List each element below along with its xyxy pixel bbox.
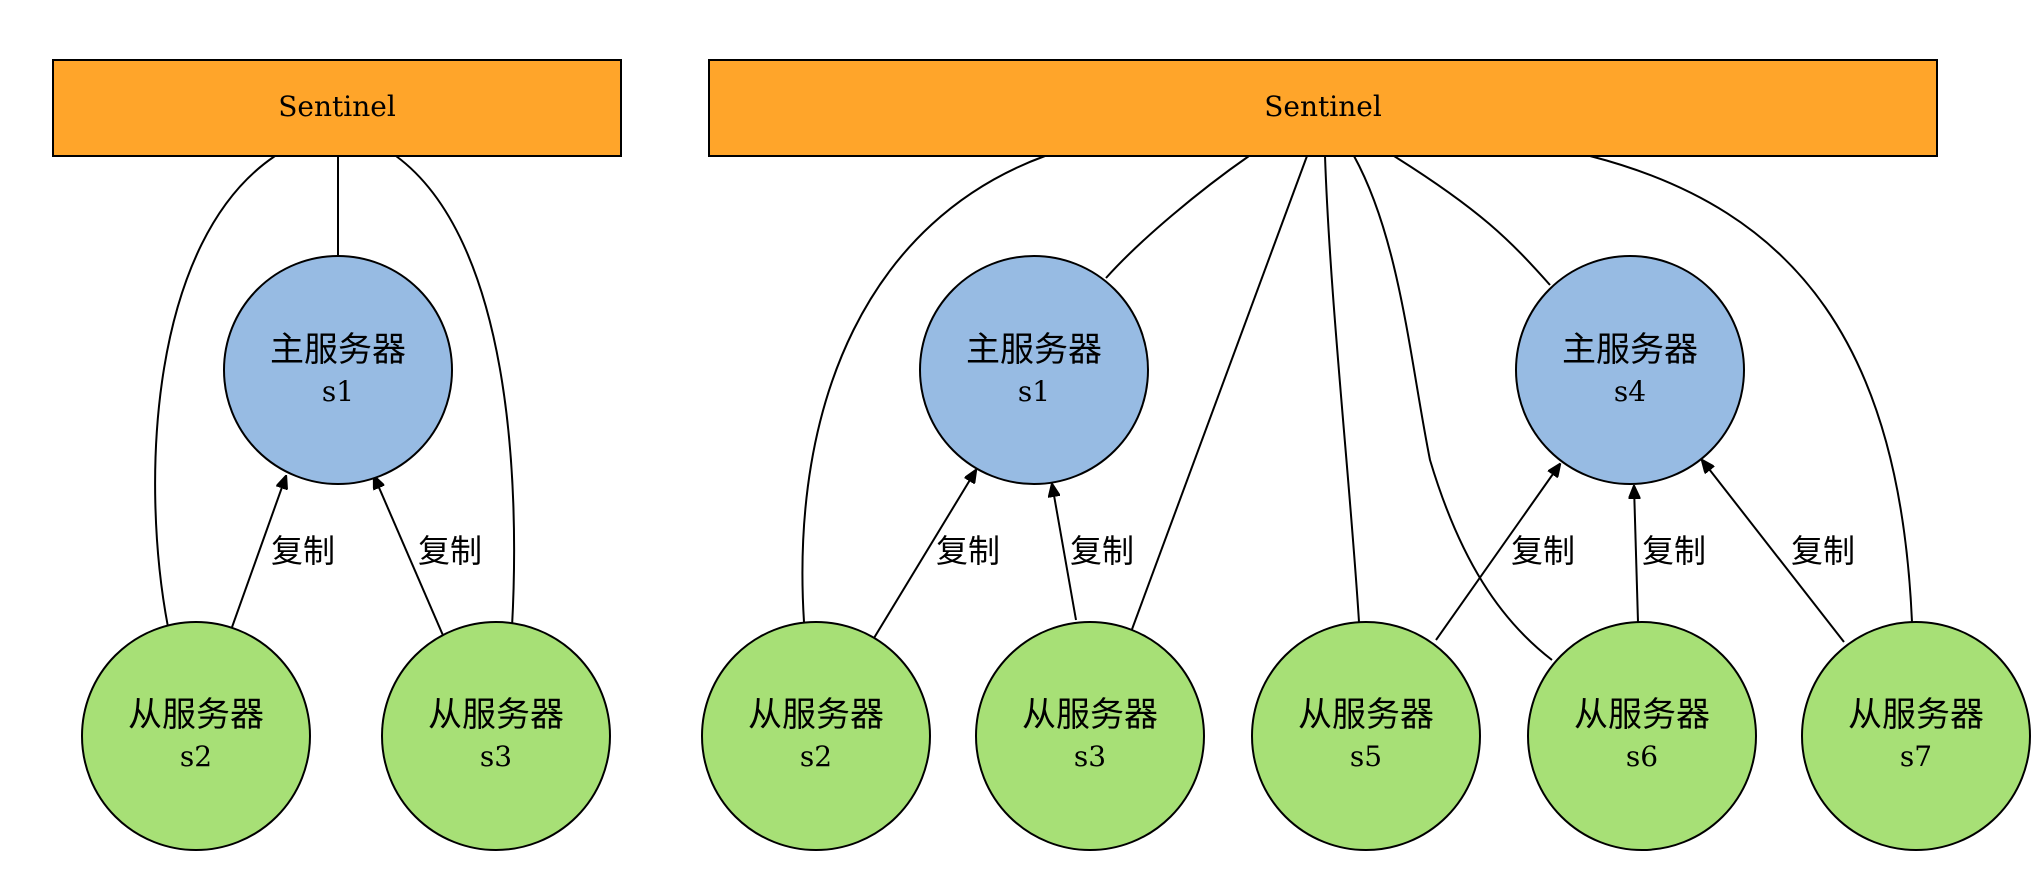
sentinel-box-right xyxy=(708,59,1938,157)
replication-arrow-right-s2-s1 xyxy=(873,470,976,639)
replication-arrow-left-s3-s1 xyxy=(374,476,446,641)
node-role-label: 从服务器 xyxy=(748,695,884,735)
edge-sentinel-right-s6 xyxy=(1353,155,1553,661)
replication-label: 复制 xyxy=(418,532,482,570)
edge-sentinel-left-s2 xyxy=(154,155,276,628)
master-node-s4: 主服务器 s4 xyxy=(1515,255,1745,485)
sentinel-box-left xyxy=(52,59,622,157)
node-id-label: s1 xyxy=(1018,375,1050,408)
slave-node-s3: 从服务器 s3 xyxy=(975,621,1205,851)
node-role-label: 主服务器 xyxy=(270,330,406,370)
slave-node-s5: 从服务器 s5 xyxy=(1251,621,1481,851)
edge-sentinel-right-s4 xyxy=(1393,155,1551,286)
left-diagram: 复制 复制 Sentinel 主服务器 s1 从服务器 s2 从服务器 s3 xyxy=(52,59,622,851)
replication-label: 复制 xyxy=(1642,532,1706,570)
node-role-label: 从服务器 xyxy=(1022,695,1158,735)
node-id-label: s4 xyxy=(1614,375,1646,408)
node-id-label: s2 xyxy=(180,740,212,773)
replication-arrow-left-s2-s1 xyxy=(230,476,286,631)
node-role-label: 从服务器 xyxy=(1848,695,1984,735)
replication-label: 复制 xyxy=(271,532,335,570)
node-id-label: s7 xyxy=(1900,740,1932,773)
edge-sentinel-right-s2 xyxy=(801,155,1046,623)
slave-node-s3: 从服务器 s3 xyxy=(381,621,611,851)
node-role-label: 主服务器 xyxy=(1562,330,1698,370)
node-id-label: s6 xyxy=(1626,740,1658,773)
replication-label: 复制 xyxy=(936,532,1000,570)
slave-node-s2: 从服务器 s2 xyxy=(81,621,311,851)
replication-label: 复制 xyxy=(1791,532,1855,570)
node-role-label: 从服务器 xyxy=(1298,695,1434,735)
replication-label: 复制 xyxy=(1511,532,1575,570)
sentinel-title: Sentinel xyxy=(278,90,396,123)
master-node-s1: 主服务器 s1 xyxy=(919,255,1149,485)
master-node-s1: 主服务器 s1 xyxy=(223,255,453,485)
edge-sentinel-right-s5 xyxy=(1324,155,1360,623)
slave-node-s2: 从服务器 s2 xyxy=(701,621,931,851)
replication-arrow-right-s5-s4 xyxy=(1435,464,1560,641)
slave-node-s6: 从服务器 s6 xyxy=(1527,621,1757,851)
edge-sentinel-left-s3 xyxy=(395,155,516,628)
node-id-label: s2 xyxy=(800,740,832,773)
replication-label: 复制 xyxy=(1070,532,1134,570)
edge-sentinel-right-s7 xyxy=(1589,155,1913,623)
node-id-label: s1 xyxy=(322,375,354,408)
replication-arrow-right-s3-s1 xyxy=(1052,484,1077,621)
sentinel-title: Sentinel xyxy=(1264,90,1382,123)
edge-sentinel-right-s1 xyxy=(1105,155,1250,279)
replication-arrow-right-s6-s4 xyxy=(1634,486,1638,623)
node-role-label: 从服务器 xyxy=(1574,695,1710,735)
node-role-label: 从服务器 xyxy=(428,695,564,735)
slave-node-s7: 从服务器 s7 xyxy=(1801,621,2031,851)
right-diagram: 复制 复制 复制 复制 复制 Sentinel 主服务器 s1 主服务器 s4 … xyxy=(701,59,2031,851)
replication-arrow-right-s7-s4 xyxy=(1702,460,1845,643)
node-role-label: 主服务器 xyxy=(966,330,1102,370)
node-role-label: 从服务器 xyxy=(128,695,264,735)
node-id-label: s3 xyxy=(1074,740,1106,773)
node-id-label: s3 xyxy=(480,740,512,773)
edge-sentinel-right-s3 xyxy=(1130,155,1308,633)
node-id-label: s5 xyxy=(1350,740,1382,773)
